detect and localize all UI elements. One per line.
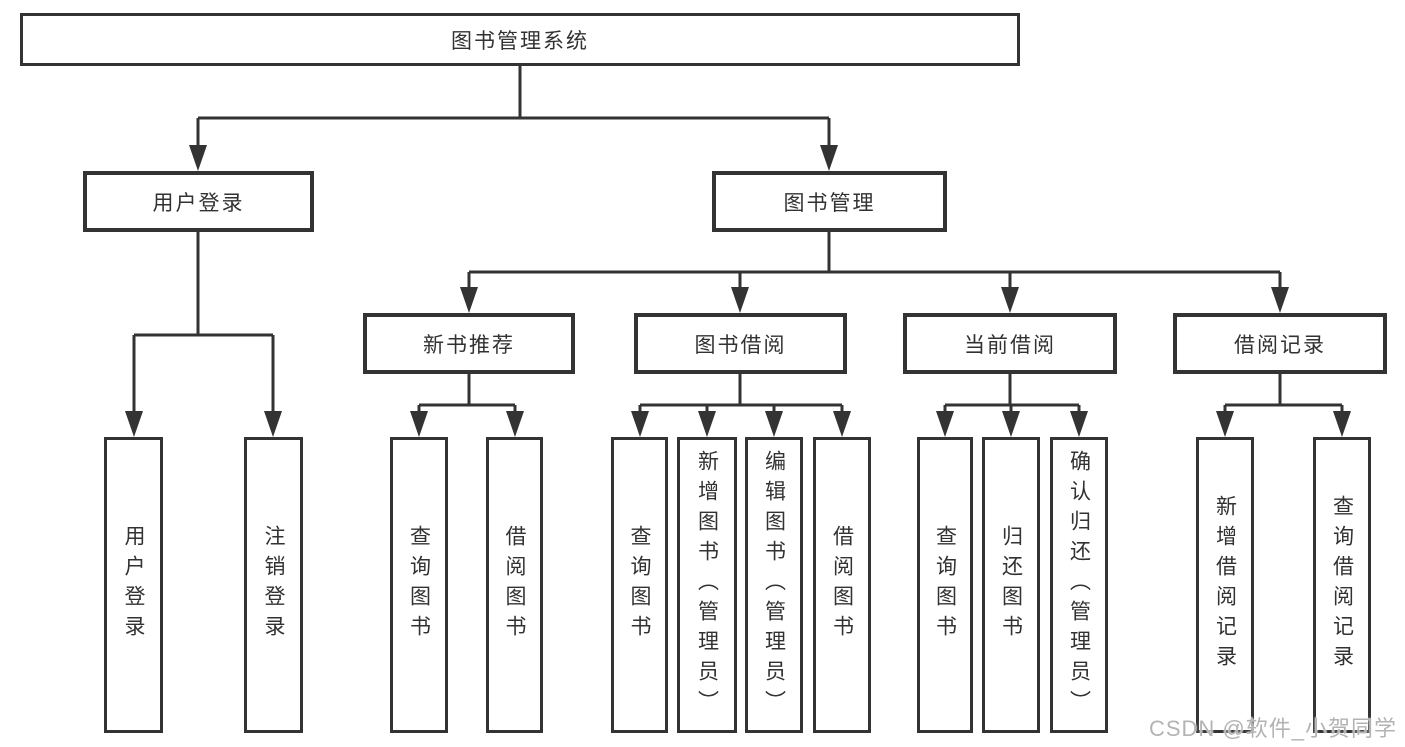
arrow-down-icon (125, 411, 143, 437)
arrow-down-icon (189, 145, 207, 171)
arrow-down-icon (506, 411, 524, 437)
node-book-borrowing: 图书借阅 (634, 313, 847, 374)
leaf-add-borrow-record: 新增借阅记录 (1196, 437, 1254, 733)
arrow-down-icon (631, 411, 649, 437)
connector-paths (132, 66, 1344, 413)
arrow-down-icon (460, 287, 478, 313)
arrow-down-icon (1216, 411, 1234, 437)
leaf-query-borrow-record: 查询借阅记录 (1313, 437, 1371, 733)
leaf-borrow-books-recommend: 借阅图书 (486, 437, 543, 733)
arrow-down-icon (264, 411, 282, 437)
arrow-down-icon (698, 411, 716, 437)
leaf-edit-books-admin: 编辑图书（管理员） (745, 437, 803, 733)
leaf-add-books-admin: 新增图书（管理员） (677, 437, 737, 733)
arrow-down-icon (833, 411, 851, 437)
leaf-query-books-recommend: 查询图书 (390, 437, 448, 733)
node-borrowing-records: 借阅记录 (1173, 313, 1387, 374)
node-user-login: 用户登录 (83, 171, 314, 232)
leaf-user-login: 用户登录 (104, 437, 163, 733)
leaf-query-books-current: 查询图书 (917, 437, 973, 733)
arrow-down-icon (731, 287, 749, 313)
arrow-down-icon (1333, 411, 1351, 437)
arrowheads (125, 145, 1351, 437)
arrow-down-icon (1271, 287, 1289, 313)
arrow-down-icon (1001, 287, 1019, 313)
leaf-return-books: 归还图书 (982, 437, 1040, 733)
arrow-down-icon (765, 411, 783, 437)
leaf-borrow-books-borrowing: 借阅图书 (813, 437, 871, 733)
node-library-management-system: 图书管理系统 (20, 13, 1020, 66)
arrow-down-icon (936, 411, 954, 437)
arrow-down-icon (820, 145, 838, 171)
arrow-down-icon (1070, 411, 1088, 437)
leaf-confirm-return-admin: 确认归还（管理员） (1050, 437, 1108, 733)
leaf-query-books-borrowing: 查询图书 (611, 437, 668, 733)
node-current-borrowing: 当前借阅 (903, 313, 1117, 374)
leaf-logout: 注销登录 (244, 437, 303, 733)
arrow-down-icon (1002, 411, 1020, 437)
node-book-management: 图书管理 (712, 171, 947, 232)
arrow-down-icon (410, 411, 428, 437)
node-new-book-recommendation: 新书推荐 (363, 313, 575, 374)
csdn-watermark: CSDN @软件_小贺同学 (1148, 716, 1397, 741)
